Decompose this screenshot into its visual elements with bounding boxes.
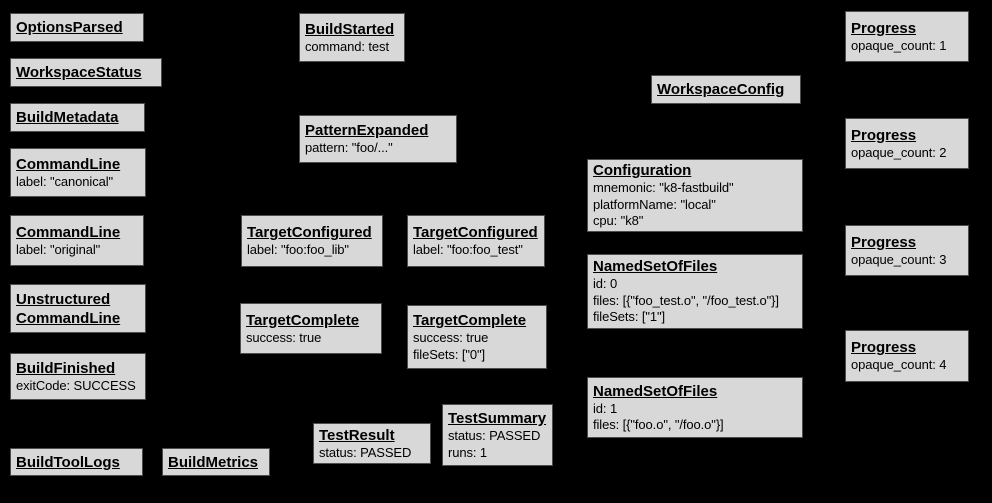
event-node-title: TargetConfigured <box>247 224 372 242</box>
event-node-field: label: "original" <box>16 241 101 257</box>
event-node-title: BuildStarted <box>305 20 395 38</box>
event-node-title: Unstructured <box>16 290 111 308</box>
event-node-field: files: [{"foo.o", "/foo.o"}] <box>593 417 724 432</box>
event-node-field: platformName: "local" <box>593 196 716 212</box>
event-node-title: BuildToolLogs <box>16 453 120 471</box>
event-node-build-metadata: BuildMetadata <box>10 103 145 132</box>
event-node-title: NamedSetOfFiles <box>593 382 718 400</box>
event-node-field: cpu: "k8" <box>593 213 644 229</box>
event-node-field: fileSets: ["0"] <box>413 346 486 362</box>
event-node-title: TargetComplete <box>246 311 360 329</box>
event-node-build-tool-logs: BuildToolLogs <box>10 448 143 476</box>
event-node-title: WorkspaceConfig <box>657 81 785 98</box>
event-node-title: TestResult <box>319 426 395 444</box>
event-node-title: Progress <box>851 19 917 37</box>
event-node-title: Progress <box>851 339 917 357</box>
event-node-title: BuildMetrics <box>168 453 259 471</box>
event-node-build-metrics: BuildMetrics <box>162 448 270 476</box>
event-node-title: NamedSetOfFiles <box>593 258 718 276</box>
event-node-options-parsed: OptionsParsed <box>10 13 144 42</box>
event-node-field: success: true <box>246 329 322 345</box>
event-node-title: BuildFinished <box>16 359 116 377</box>
event-node-field: label: "canonical" <box>16 173 114 189</box>
event-node-field: opaque_count: 1 <box>851 37 947 53</box>
event-node-title: Progress <box>851 126 917 144</box>
event-node-title: BuildMetadata <box>16 109 119 126</box>
event-node-title: WorkspaceStatus <box>16 64 142 81</box>
event-node-field: opaque_count: 3 <box>851 251 947 267</box>
event-node-field: pattern: "foo/..." <box>305 140 393 156</box>
event-node-field: opaque_count: 4 <box>851 357 947 373</box>
event-node-title: CommandLine <box>16 155 121 173</box>
event-node-field: id: 0 <box>593 276 618 292</box>
event-node-field: status: PASSED <box>319 444 412 460</box>
event-node-field: exitCode: SUCCESS <box>16 377 136 393</box>
event-node-title: CommandLine <box>16 223 121 241</box>
event-node-field: label: "foo:foo_lib" <box>247 242 349 258</box>
event-node-title: TargetComplete <box>413 312 527 329</box>
event-node-title: PatternExpanded <box>305 122 429 140</box>
event-node-title: TestSummary <box>448 410 547 427</box>
event-node-field: command: test <box>305 38 389 54</box>
event-node-field: runs: 1 <box>448 444 488 460</box>
event-node-workspace-config: WorkspaceConfig <box>651 75 801 104</box>
event-node-field: id: 1 <box>593 400 618 416</box>
event-node-field: files: [{"foo_test.o", "/foo_test.o"}] <box>593 292 779 308</box>
event-node-title: OptionsParsed <box>16 19 123 36</box>
event-node-field: status: PASSED <box>448 428 541 443</box>
event-node-field: opaque_count: 2 <box>851 144 947 160</box>
event-node-workspace-status: WorkspaceStatus <box>10 58 162 87</box>
event-node-field: fileSets: ["1"] <box>593 309 666 325</box>
event-node-title: Progress <box>851 233 917 251</box>
event-node-field: mnemonic: "k8-fastbuild" <box>593 180 734 196</box>
event-node-title: Configuration <box>593 162 692 180</box>
event-node-field: label: "foo:foo_test" <box>413 242 523 258</box>
event-node-field: success: true <box>413 330 489 345</box>
event-node-title: TargetConfigured <box>413 224 538 242</box>
event-node-title: CommandLine <box>16 309 121 327</box>
